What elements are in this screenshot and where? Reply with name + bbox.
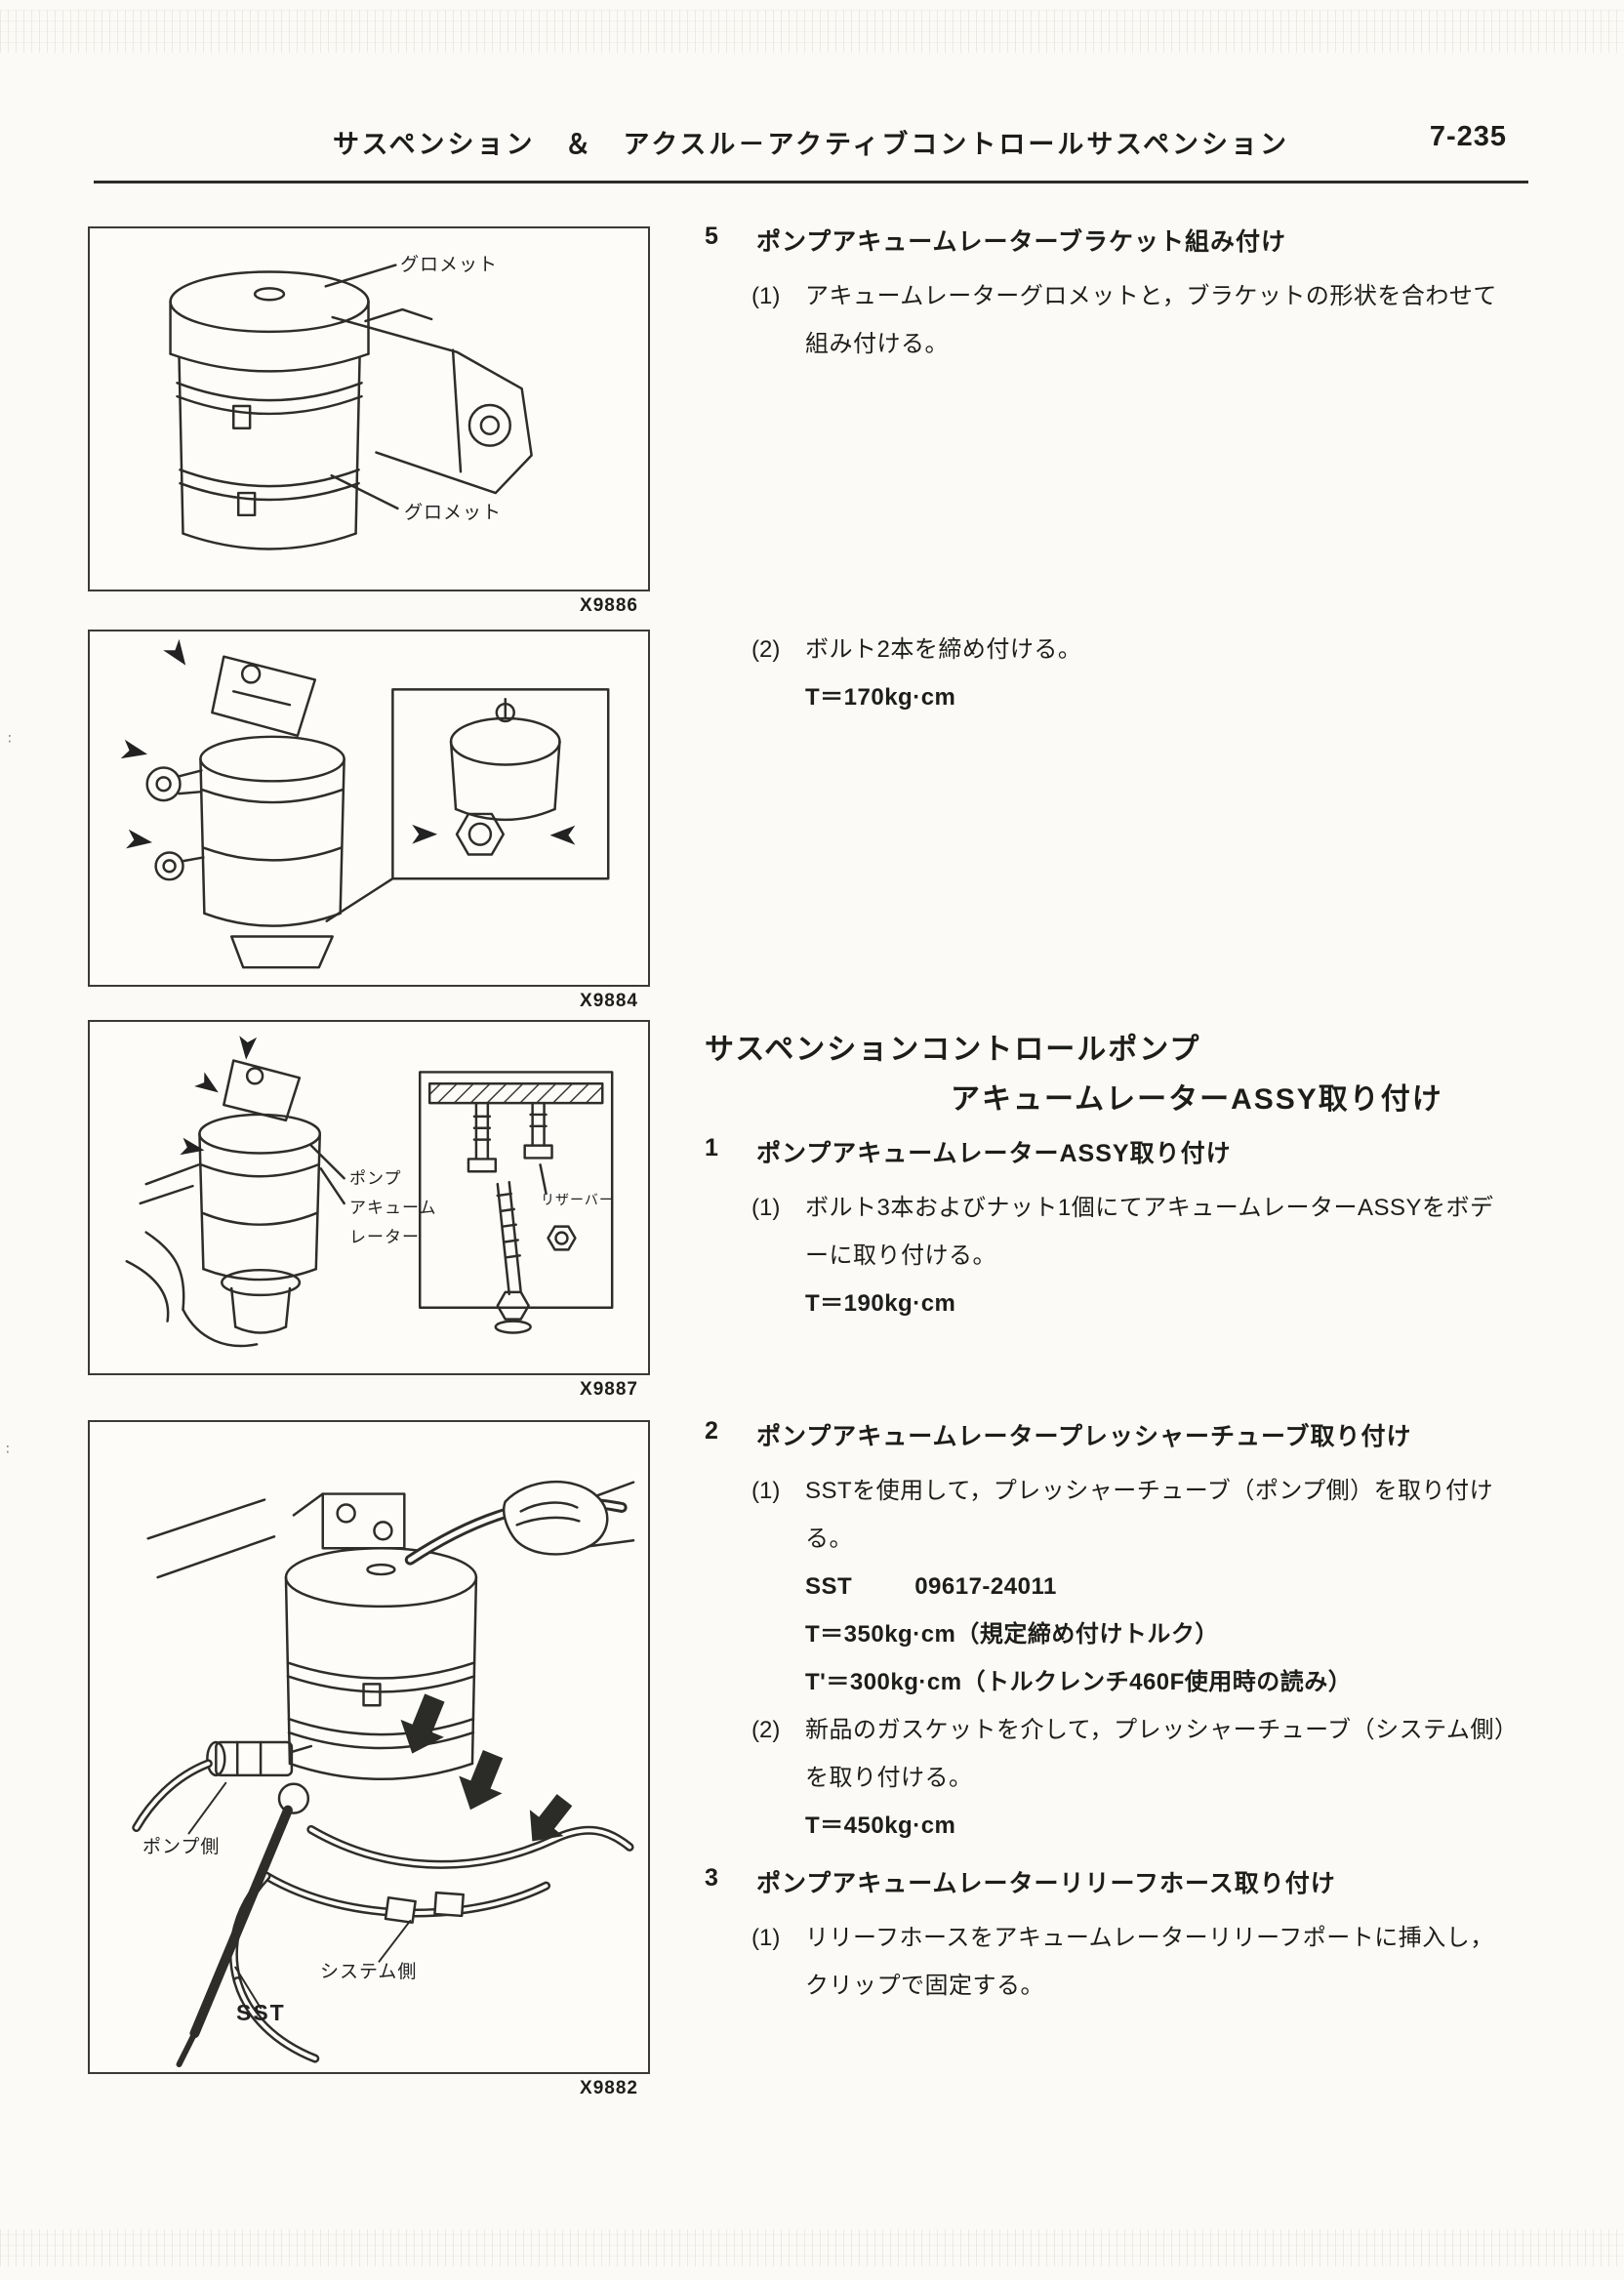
torque-spec: T＝350kg·cm（規定締め付けトルク） [805,1620,1219,1648]
section-1-assy-install: 1 ポンプアキュームレーターASSY取り付け (1) ボルト3本およびナット1個… [705,1134,1540,1328]
accumulator-bracket-illustration [169,264,533,550]
step-number: (1) [751,283,781,309]
section-title: ポンプアキュームレーターブラケット組み付け [756,228,1287,256]
section-heading: 3 ポンプアキュームレーターリリーフホース取り付け [705,1864,1540,1899]
main-heading: サスペンションコントロールポンプ アキュームレーターASSY取り付け [705,1025,1540,1124]
scan-noise-bottom [0,2229,1624,2266]
label-pump-accumulator-line1: ポンプ [349,1169,402,1188]
page-header: サスペンション ＆ アクスル－アクティブコントロールサスペンション 7-235 [94,121,1528,183]
figure-frame: ポンプ アキューム レーター リザーバー [88,1020,650,1375]
scan-speck: ∶ [8,731,12,748]
figure-code: X9884 [580,991,638,1011]
step: (1) ボルト3本およびナット1個にてアキュームレーターASSYをボデーに取り付… [705,1185,1540,1328]
step-body: SSTを使用して，プレッシャーチューブ（ポンプ側）を取り付ける。 SST 0961… [805,1468,1540,1707]
main-heading-line2: アキュームレーターASSY取り付け [951,1083,1443,1116]
section-number: 3 [705,1863,719,1892]
step-body: 新品のガスケットを介して，プレッシャーチューブ（システム側）を取り付ける。 T＝… [805,1707,1540,1851]
section-title: ポンプアキュームレーターリリーフホース取り付け [756,1869,1336,1897]
section-number: 5 [705,223,719,250]
step: (1) アキュームレーターグロメットと，ブラケットの形状を合わせて組み付ける。 [705,273,1540,369]
torque-spec: T＝190kg·cm [805,1289,956,1317]
figure-frame: ポンプ側 SST システム側 [88,1420,650,2074]
figure-frame [88,630,650,987]
bolt-tightening-illustration [120,638,610,969]
step-text: アキュームレーターグロメットと，ブラケットの形状を合わせて組み付ける。 [805,283,1497,357]
scan-noise-top [0,10,1624,53]
text-column: 5 ポンプアキュームレーターブラケット組み付け (1) アキュームレーターグロメ… [705,217,1540,2227]
step: (2) ボルト2本を締め付ける。 T＝170kg·cm [705,627,1540,722]
torque-spec: T＝170kg·cm [805,683,956,711]
section-title: ポンプアキュームレータープレッシャーチューブ取り付け [756,1423,1412,1450]
step-text: 新品のガスケットを介して，プレッシャーチューブ（システム側）を取り付ける。 [805,1716,1507,1791]
section-number: 1 [705,1134,719,1161]
step-text: ボルト3本およびナット1個にてアキュームレーターASSYをボデーに取り付ける。 [805,1195,1494,1269]
header-title: サスペンション ＆ アクスル－アクティブコントロールサスペンション [332,130,1289,159]
figure-pressure-tube-sst: ポンプ側 SST システム側 X9882 [88,1420,650,2099]
figure-frame: グロメット グロメット [88,226,650,591]
step: (1) リリーフホースをアキュームレーターリリーフポートに挿入し，クリップで固定… [705,1915,1540,2011]
main-heading-block: サスペンションコントロールポンプ アキュームレーターASSY取り付け [705,1025,1540,1124]
label-grommet-top: グロメット [400,255,499,275]
section-heading: 2 ポンプアキュームレータープレッシャーチューブ取り付け [705,1417,1540,1452]
figure-code: X9882 [580,2078,638,2098]
figure-code: X9886 [580,595,638,616]
main-heading-line1: サスペンションコントロールポンプ [705,1034,1201,1066]
step-body: ボルト2本を締め付ける。 T＝170kg·cm [805,627,1540,722]
step-number: (1) [751,1195,781,1221]
sst-label: SST [805,1572,853,1600]
step-body: リリーフホースをアキュームレーターリリーフポートに挿入し，クリップで固定する。 [805,1915,1540,2011]
label-pump-accumulator-line2: アキューム [349,1199,437,1217]
step-number: (2) [751,636,781,663]
step-text: リリーフホースをアキュームレーターリリーフポートに挿入し，クリップで固定する。 [805,1924,1494,1999]
label-system-side: システム側 [320,1962,418,1982]
section-2-pressure-tube: 2 ポンプアキュームレータープレッシャーチューブ取り付け (1) SSTを使用し… [705,1417,1540,2011]
sst-number: 09617-24011 [914,1572,1057,1600]
step-number: (1) [751,1478,781,1504]
step-text: SSTを使用して，プレッシャーチューブ（ポンプ側）を取り付ける。 [805,1478,1494,1552]
accumulator-mounting-illustration [125,1036,614,1348]
page-number: 7-235 [1429,121,1507,152]
step-text: ボルト2本を締め付ける。 [805,636,1082,663]
step-number: (1) [751,1924,781,1951]
step-body: ボルト3本およびナット1個にてアキュームレーターASSYをボデーに取り付ける。 … [805,1185,1540,1328]
torque-spec-alt: T'＝300kg·cm（トルクレンチ460F使用時の読み） [805,1668,1353,1695]
section-5-step-2: (2) ボルト2本を締め付ける。 T＝170kg·cm [705,627,1540,722]
pressure-tube-illustration [132,1480,635,2068]
section-number: 2 [705,1417,719,1445]
step: (2) 新品のガスケットを介して，プレッシャーチューブ（システム側）を取り付ける… [705,1707,1540,1851]
sst-spec: SST 09617-24011 [805,1564,1511,1611]
figure-accumulator-mounting: ポンプ アキューム レーター リザーバー X9887 [88,1020,650,1401]
label-pump-accumulator-line3: レーター [349,1228,420,1246]
figure-code: X9887 [580,1379,638,1400]
figure-accumulator-grommets: グロメット グロメット X9886 [88,226,650,617]
figure-bolt-detail: X9884 [88,630,650,1012]
section-heading: 1 ポンプアキュームレーターASSY取り付け [705,1134,1540,1169]
scan-speck: ∶ [6,1442,10,1458]
label-sst: SST [236,2000,286,2025]
label-pump-side: ポンプ側 [142,1837,221,1857]
step-body: アキュームレーターグロメットと，ブラケットの形状を合わせて組み付ける。 [805,273,1540,369]
section-title: ポンプアキュームレーターASSY取り付け [756,1140,1232,1167]
section-heading: 5 ポンプアキュームレーターブラケット組み付け [705,223,1540,258]
label-reservoir: リザーバー [541,1192,614,1207]
torque-spec: T＝450kg·cm [805,1812,956,1839]
step-number: (2) [751,1716,781,1743]
step: (1) SSTを使用して，プレッシャーチューブ（ポンプ側）を取り付ける。 SST… [705,1468,1540,1707]
section-5-bracket-assembly: 5 ポンプアキュームレーターブラケット組み付け (1) アキュームレーターグロメ… [705,223,1540,369]
label-grommet-bottom: グロメット [404,503,503,523]
